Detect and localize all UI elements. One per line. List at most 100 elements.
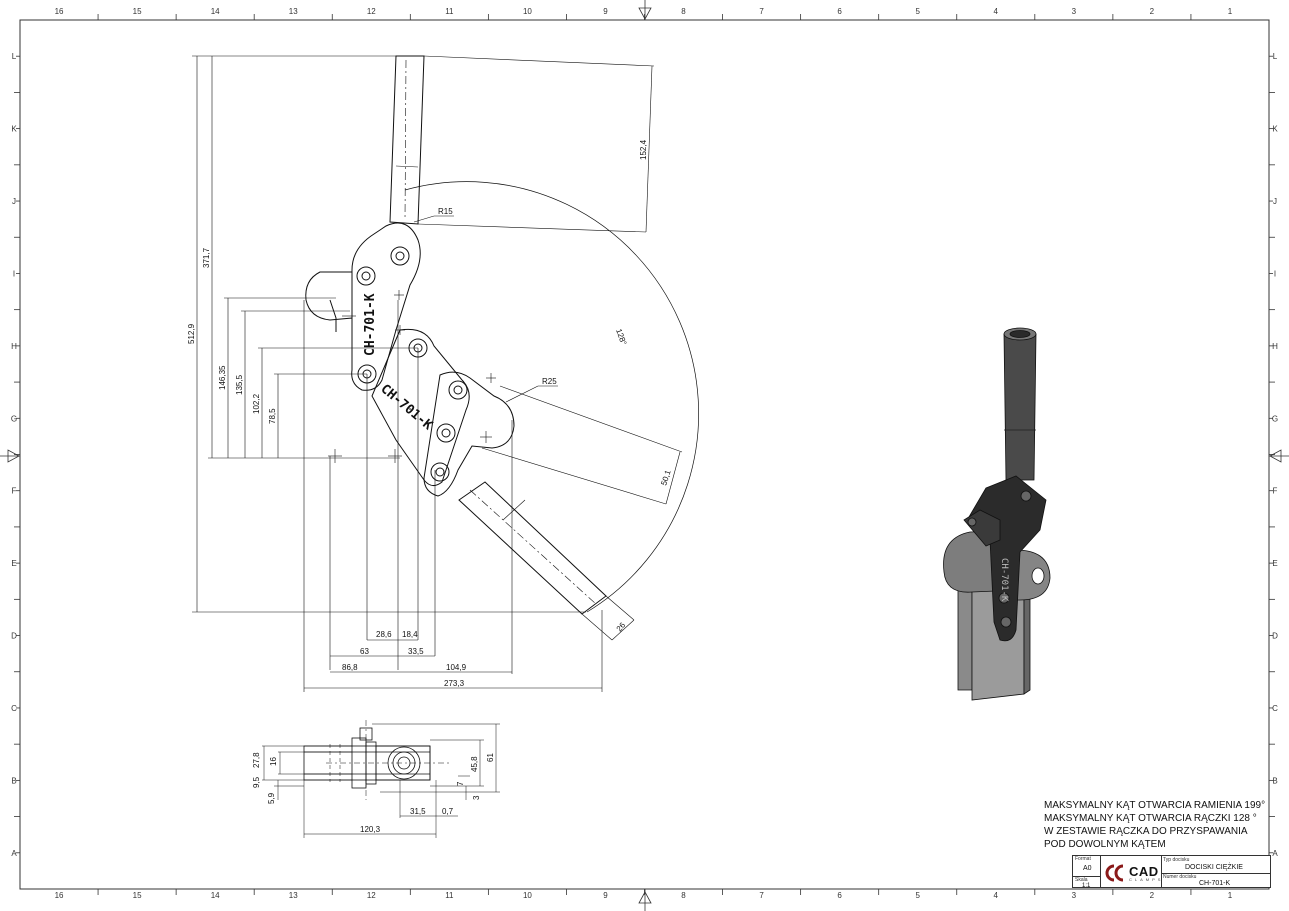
top-view bbox=[262, 720, 500, 838]
grid-column-number: 3 bbox=[1072, 7, 1077, 16]
dim-50-1: 50,1 bbox=[659, 469, 673, 487]
grid-column-number: 11 bbox=[445, 7, 454, 16]
dim-26: 26 bbox=[615, 620, 628, 633]
format-value: A0 bbox=[1083, 865, 1092, 872]
grid-column-number: 8 bbox=[681, 891, 686, 900]
handle-swing-arc bbox=[404, 181, 699, 613]
dim-r25: R25 bbox=[542, 377, 557, 386]
dim-63: 63 bbox=[360, 647, 369, 656]
dim-512-9: 512,9 bbox=[187, 323, 196, 344]
grid-column-number: 12 bbox=[367, 7, 376, 16]
grid-row-letter: J bbox=[1273, 197, 1277, 206]
logo-subtext: CLAMPS bbox=[1129, 877, 1164, 882]
grid-column-number: 6 bbox=[837, 891, 842, 900]
format-label: Format bbox=[1075, 856, 1091, 862]
grid-column-number: 12 bbox=[367, 891, 376, 900]
dim-7: 7 bbox=[456, 781, 465, 786]
note-line: MAKSYMALNY KĄT OTWARCIA RAMIENIA 199° bbox=[1044, 800, 1266, 811]
grid-row-letter: K bbox=[11, 125, 17, 134]
grid-row-letter: D bbox=[1272, 632, 1278, 641]
grid-row-letter: K bbox=[1272, 125, 1278, 134]
isometric-view: CH-701-K bbox=[943, 327, 1051, 701]
clamp-arm bbox=[351, 222, 421, 391]
grid-column-number: 11 bbox=[445, 891, 454, 900]
dim-28-6: 28,6 bbox=[376, 630, 392, 639]
dim-3: 3 bbox=[472, 795, 481, 800]
dim-33-5: 33,5 bbox=[408, 647, 424, 656]
grid-column-number: 16 bbox=[55, 891, 64, 900]
doc-number-label: Numer docisku bbox=[1163, 874, 1197, 880]
grid-column-number: 15 bbox=[133, 891, 142, 900]
dim-120-3: 120,3 bbox=[360, 825, 381, 834]
grid-column-number: 1 bbox=[1228, 7, 1233, 16]
dim-45-8: 45,8 bbox=[470, 756, 479, 772]
grid-column-number: 16 bbox=[55, 7, 64, 16]
note-line: W ZESTAWIE RĄCZKA DO PRZYSPAWANIA bbox=[1044, 826, 1248, 837]
dim-31-5: 31,5 bbox=[410, 807, 426, 816]
grid-row-letter: H bbox=[11, 342, 17, 351]
grid-row-letter: G bbox=[11, 414, 17, 423]
grid-row-letter: H bbox=[1272, 342, 1278, 351]
grid-row-letter: B bbox=[1272, 776, 1277, 785]
grid-row-letter: E bbox=[11, 559, 16, 568]
grid-row-letter: E bbox=[1272, 559, 1277, 568]
title-block: Format A0 Skala 1:1 CAD CLAMPS Typ docis… bbox=[1072, 855, 1271, 889]
note-line: MAKSYMALNY KĄT OTWARCIA RĄCZKI 128 ° bbox=[1044, 813, 1257, 824]
grid-column-number: 3 bbox=[1072, 891, 1077, 900]
dim-r15: R15 bbox=[438, 207, 453, 216]
dim-104-9: 104,9 bbox=[446, 663, 467, 672]
grid-column-number: 7 bbox=[759, 891, 764, 900]
dim-102-2: 102,2 bbox=[252, 393, 261, 414]
grid-row-letter: D bbox=[11, 632, 17, 641]
dim-5-9: 5,9 bbox=[267, 792, 276, 804]
grid-column-number: 9 bbox=[603, 7, 608, 16]
grid-column-number: 8 bbox=[681, 7, 686, 16]
notes-block: MAKSYMALNY KĄT OTWARCIA RAMIENIA 199° MA… bbox=[1044, 799, 1274, 851]
doc-type-value: DOCISKI CIĘŻKIE bbox=[1185, 864, 1243, 871]
dim-78-5: 78,5 bbox=[268, 408, 277, 424]
handle-tilted bbox=[458, 481, 607, 615]
dim-146-35: 146,35 bbox=[218, 365, 227, 390]
grid-row-letter: G bbox=[1272, 414, 1278, 423]
grid-row-letter: C bbox=[11, 704, 17, 713]
dim-371-7: 371,7 bbox=[202, 247, 211, 268]
grid-row-letter: J bbox=[12, 197, 16, 206]
grid-row-letter: B bbox=[11, 776, 16, 785]
dim-angle-128: 128° bbox=[614, 328, 628, 347]
dim-27-8: 27,8 bbox=[252, 752, 261, 768]
grid-column-number: 7 bbox=[759, 7, 764, 16]
grid-column-number: 5 bbox=[915, 7, 920, 16]
grid-column-number: 4 bbox=[994, 7, 999, 16]
dim-86-8: 86,8 bbox=[342, 663, 358, 672]
grid-row-letter: L bbox=[12, 52, 17, 61]
grid-row-letter: C bbox=[1272, 704, 1278, 713]
grid-row-letter: F bbox=[12, 487, 17, 496]
grid-column-number: 14 bbox=[211, 7, 220, 16]
grid-column-number: 15 bbox=[133, 7, 142, 16]
grid-row-letter: I bbox=[1274, 269, 1276, 278]
grid-row-letter: F bbox=[1273, 487, 1278, 496]
grid-column-number: 13 bbox=[289, 7, 298, 16]
dim-9-5: 9,5 bbox=[252, 776, 261, 788]
dim-273-3: 273,3 bbox=[444, 679, 465, 688]
cad-clamps-logo bbox=[1105, 864, 1124, 882]
doc-number-value: CH-701-K bbox=[1199, 880, 1231, 887]
grid-row-letter: I bbox=[13, 269, 15, 278]
iso-part-marking: CH-701-K bbox=[999, 558, 1009, 602]
part-marking-tilted: CH-701-K bbox=[377, 382, 435, 434]
dim-16: 16 bbox=[269, 757, 278, 766]
grid-column-number: 5 bbox=[915, 891, 920, 900]
grid-row-letter: A bbox=[11, 849, 17, 858]
dim-0-7: 0,7 bbox=[442, 807, 454, 816]
front-view bbox=[192, 55, 699, 692]
grid-row-letter: A bbox=[1272, 849, 1278, 858]
scale-label: Skala bbox=[1075, 877, 1088, 883]
dim-152-4: 152,4 bbox=[639, 139, 648, 160]
dim-61: 61 bbox=[486, 753, 495, 762]
grid-column-number: 9 bbox=[603, 891, 608, 900]
dim-135-5: 135,5 bbox=[235, 374, 244, 395]
grid-column-number: 10 bbox=[523, 891, 532, 900]
doc-type-label: Typ docisku bbox=[1163, 857, 1190, 863]
